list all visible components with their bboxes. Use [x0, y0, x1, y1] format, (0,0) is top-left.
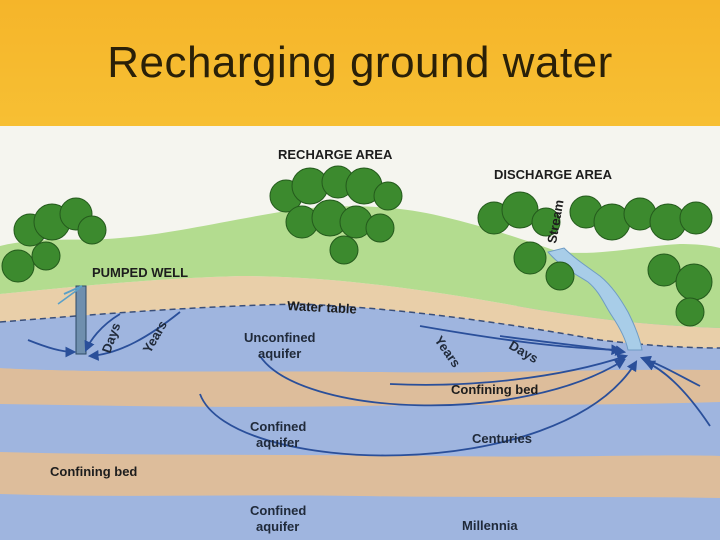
label-confined-lower-aquifer: aquifer	[256, 519, 299, 534]
land-surface	[0, 206, 720, 328]
label-confined-upper: Confined	[250, 419, 306, 434]
label-confining-bed-upper: Confining bed	[451, 382, 538, 397]
label-centuries: Centuries	[472, 431, 532, 446]
label-unconfined-aquifer: aquifer	[258, 346, 301, 361]
flow-lines	[27, 311, 711, 457]
label-water-table: Water table	[287, 298, 357, 317]
label-confining-bed-lower: Confining bed	[50, 464, 137, 479]
tree-group-center	[269, 165, 403, 265]
tree-group-right	[477, 191, 713, 327]
tree-group-left	[1, 197, 107, 283]
label-discharge-area: DISCHARGE AREA	[494, 167, 613, 182]
label-confined-lower: Confined	[250, 503, 306, 518]
stream	[547, 247, 643, 351]
trees	[1, 165, 713, 327]
slide-title: Recharging ground water	[107, 38, 613, 87]
label-recharge-area: RECHARGE AREA	[278, 147, 393, 162]
label-unconfined: Unconfined	[244, 330, 316, 345]
label-confined-upper-aquifer: aquifer	[256, 435, 299, 450]
confining-bed-lower-layer	[0, 452, 720, 498]
label-pumped-well: PUMPED WELL	[92, 265, 188, 280]
soil-band	[0, 276, 720, 348]
groundwater-diagram: RECHARGE AREA DISCHARGE AREA PUMPED WELL…	[0, 126, 720, 540]
label-millennia: Millennia	[462, 518, 518, 533]
pumped-well	[57, 285, 87, 355]
unconfined-aquifer-layer	[0, 304, 720, 373]
confining-bed-upper-layer	[0, 368, 720, 407]
